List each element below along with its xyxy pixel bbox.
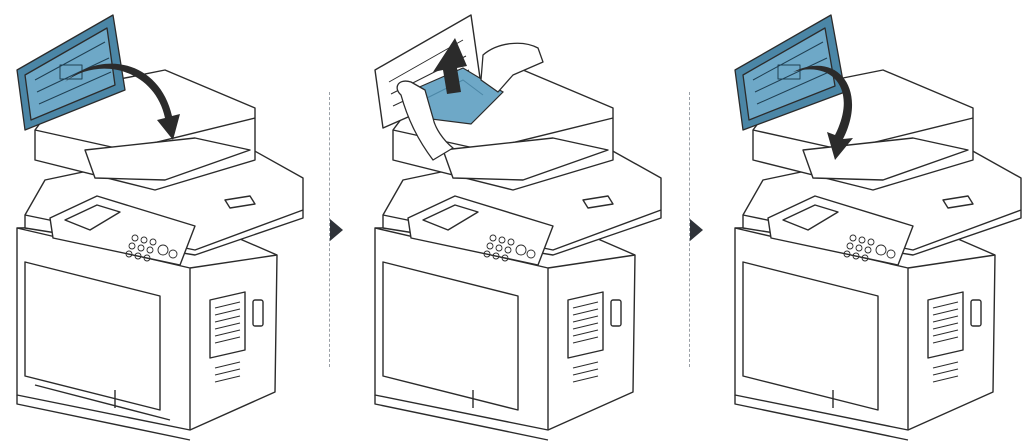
adf-output-tray xyxy=(442,137,609,181)
open-cover-arrow-icon xyxy=(65,63,180,140)
keypad xyxy=(843,234,896,262)
step-2-illustration xyxy=(374,14,662,441)
step-2-panel xyxy=(363,0,663,443)
step-divider xyxy=(689,92,690,367)
adf-tab xyxy=(582,195,614,209)
adf-tab xyxy=(942,195,974,209)
paper-tray-front xyxy=(742,261,879,411)
side-vent xyxy=(567,291,604,359)
control-panel-screen xyxy=(422,204,479,231)
step-3-panel xyxy=(723,0,1023,443)
side-handle xyxy=(970,299,982,327)
step-1-panel xyxy=(5,0,305,443)
close-cover-arrow-icon xyxy=(793,65,853,160)
adf-tab xyxy=(224,195,256,209)
paper-tray-front xyxy=(24,261,161,411)
keypad xyxy=(483,234,536,262)
next-step-arrow-icon xyxy=(330,219,343,241)
adf-output-tray xyxy=(84,137,251,181)
step-divider xyxy=(329,92,330,367)
side-handle xyxy=(610,299,622,327)
side-vent xyxy=(927,291,964,359)
next-step-arrow-icon xyxy=(690,219,703,241)
side-vent xyxy=(209,291,246,359)
side-handle xyxy=(252,299,264,327)
right-hand xyxy=(480,42,544,93)
control-panel-screen xyxy=(64,204,121,231)
paper-tray-front xyxy=(382,261,519,411)
control-panel-screen xyxy=(782,204,839,231)
step-1-illustration xyxy=(16,14,304,441)
pull-up-arrow-icon xyxy=(433,38,467,94)
keypad xyxy=(125,234,178,262)
left-hand xyxy=(396,80,454,161)
step-3-illustration xyxy=(734,14,1022,441)
